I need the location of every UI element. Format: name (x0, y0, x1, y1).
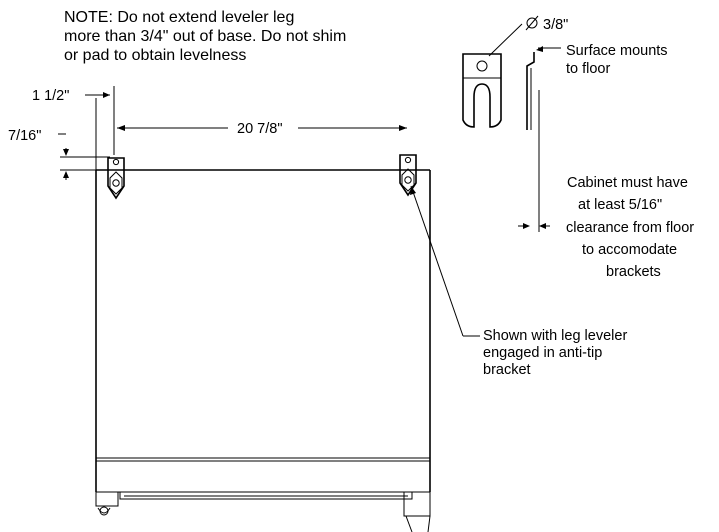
clearance-line-4: to accomodate (582, 242, 677, 258)
clearance-line-3: clearance from floor (566, 220, 694, 236)
note-line-1: NOTE: Do not extend leveler leg (64, 9, 294, 26)
clearance-note: Cabinet must have at least 5/16" clearan… (518, 90, 694, 280)
offset-left-label: 1 1/2" (32, 88, 69, 104)
dimension-bracket-spacing: 20 7/8" (117, 121, 407, 137)
callout-line-3: bracket (483, 362, 531, 378)
offset-top-label: 7/16" (8, 128, 41, 144)
note-line-3: or pad to obtain levelness (64, 47, 246, 64)
surface-line-2: to floor (566, 61, 610, 77)
clearance-line-5: brackets (606, 264, 661, 280)
surface-line-1: Surface mounts (566, 43, 668, 59)
hole-diameter-label: 3/8" (543, 17, 568, 33)
note-line-2: more than 3/4" out of base. Do not shim (64, 28, 346, 45)
callout-line-1: Shown with leg leveler (483, 328, 627, 344)
dimension-offset-left: 1 1/2" (32, 86, 115, 170)
callout-line-2: engaged in anti-tip (483, 345, 602, 361)
bracket-spacing-label: 20 7/8" (237, 121, 282, 137)
clearance-line-1: Cabinet must have (567, 175, 688, 191)
leg-leveler-callout: Shown with leg leveler engaged in anti-t… (410, 185, 627, 378)
dimension-offset-top: 7/16" (8, 128, 110, 180)
right-anti-tip-bracket (399, 154, 417, 197)
bracket-detail-side: Surface mounts to floor (526, 43, 668, 130)
left-anti-tip-bracket (107, 157, 125, 200)
bracket-detail-front: 3/8" (462, 15, 568, 128)
cabinet-front-view (95, 169, 431, 532)
clearance-line-2: at least 5/16" (578, 197, 662, 213)
installation-note: NOTE: Do not extend leveler leg more tha… (64, 9, 346, 64)
